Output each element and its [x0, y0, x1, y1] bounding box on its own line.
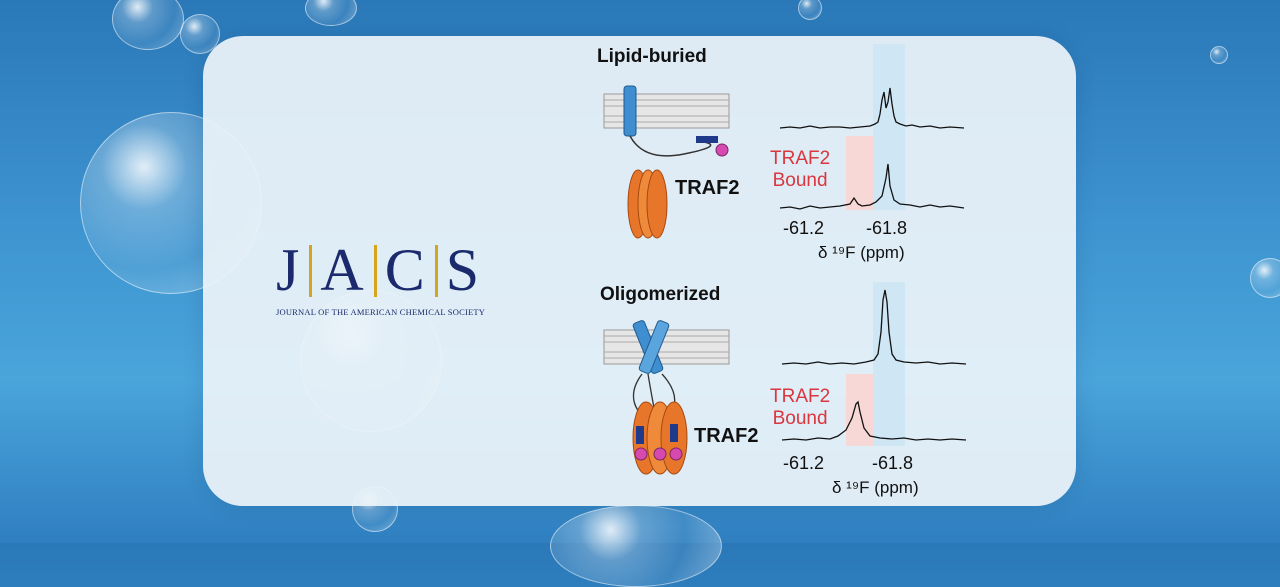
fluorine-label-icon — [715, 143, 729, 157]
panel-heading-oligomerized: Oligomerized — [600, 284, 721, 305]
nmr-spectrum-bottom — [781, 282, 967, 446]
axis-tick: -61.8 — [866, 218, 908, 238]
logo-letter: C — [384, 237, 427, 303]
traf2-bound-label: TRAF2 Bound — [770, 148, 831, 191]
bubble — [112, 0, 184, 50]
axis-tick: -61.2 — [783, 453, 825, 473]
traf2-trimer-bound-icon — [632, 401, 688, 475]
bubble — [1250, 258, 1280, 298]
traf2-label: TRAF2 — [675, 177, 740, 199]
traf2-trimer-icon — [627, 169, 668, 239]
peak-highlight-blue — [873, 44, 905, 210]
panel-heading-lipid-buried: Lipid-buried — [597, 46, 707, 67]
traf2-label: TRAF2 — [694, 425, 759, 447]
logo-letter: S — [445, 237, 482, 303]
bubble — [798, 0, 822, 20]
axis-label: δ ¹⁹F (ppm) — [818, 243, 905, 262]
lipid-buried-membrane-diagram — [603, 85, 730, 157]
fluorine-label-icon — [669, 447, 683, 461]
nmr-spectrum-top — [779, 44, 965, 210]
helix-icon — [638, 320, 670, 374]
peak-highlight-blue — [873, 282, 905, 446]
jacs-wordmark: J A C S — [276, 236, 526, 305]
axis-tick: -61.8 — [872, 453, 914, 473]
bubble — [305, 0, 357, 26]
axis-label: δ ¹⁹F (ppm) — [832, 478, 919, 497]
logo-subtitle: JOURNAL OF THE AMERICAN CHEMICAL SOCIETY — [276, 307, 486, 317]
peak-highlight-red — [846, 136, 874, 210]
jacs-logo: J A C S JOURNAL OF THE AMERICAN CHEMICAL… — [276, 236, 526, 317]
bubble — [1210, 46, 1228, 64]
axis-tick: -61.2 — [783, 218, 825, 238]
logo-letter: J — [276, 237, 302, 303]
logo-letter: A — [320, 237, 366, 303]
bubble — [550, 505, 722, 587]
helix-icon — [623, 85, 637, 137]
traf2-bound-label: TRAF2 Bound — [770, 386, 831, 429]
oligomerized-membrane-diagram — [603, 320, 730, 419]
